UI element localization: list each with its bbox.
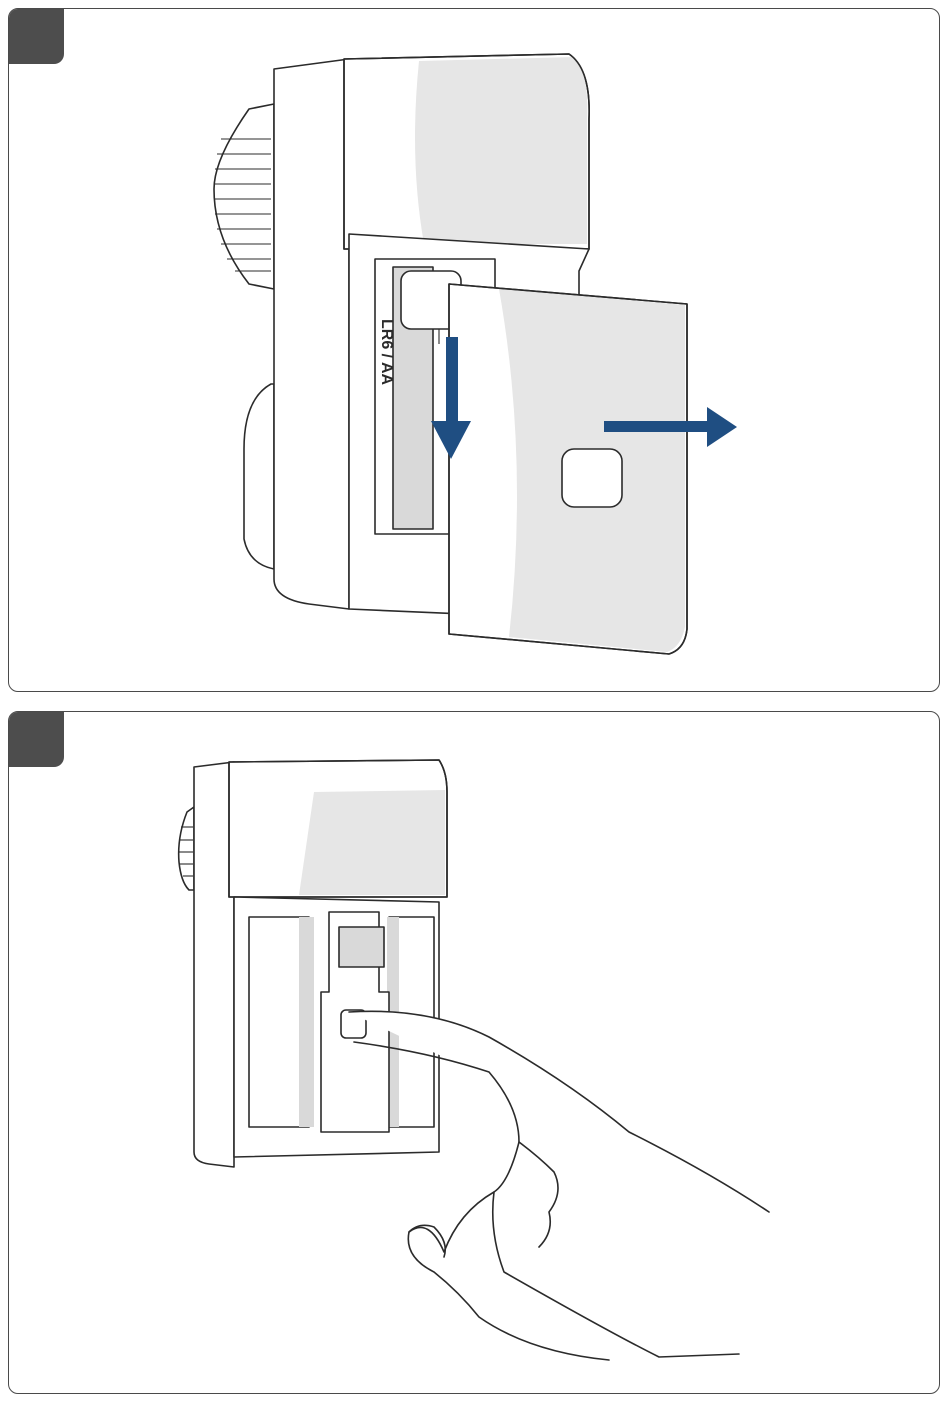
step-2-illustration [9,712,940,1394]
battery-marking: LR6 / AA [378,319,395,386]
step-1-illustration: LR6 / AA [9,9,940,692]
cover-release-button [562,449,622,507]
step-1-panel: LR6 / AA [8,8,940,692]
step-2-panel [8,711,940,1394]
knob-1 [214,104,274,289]
knob-2 [179,807,194,890]
